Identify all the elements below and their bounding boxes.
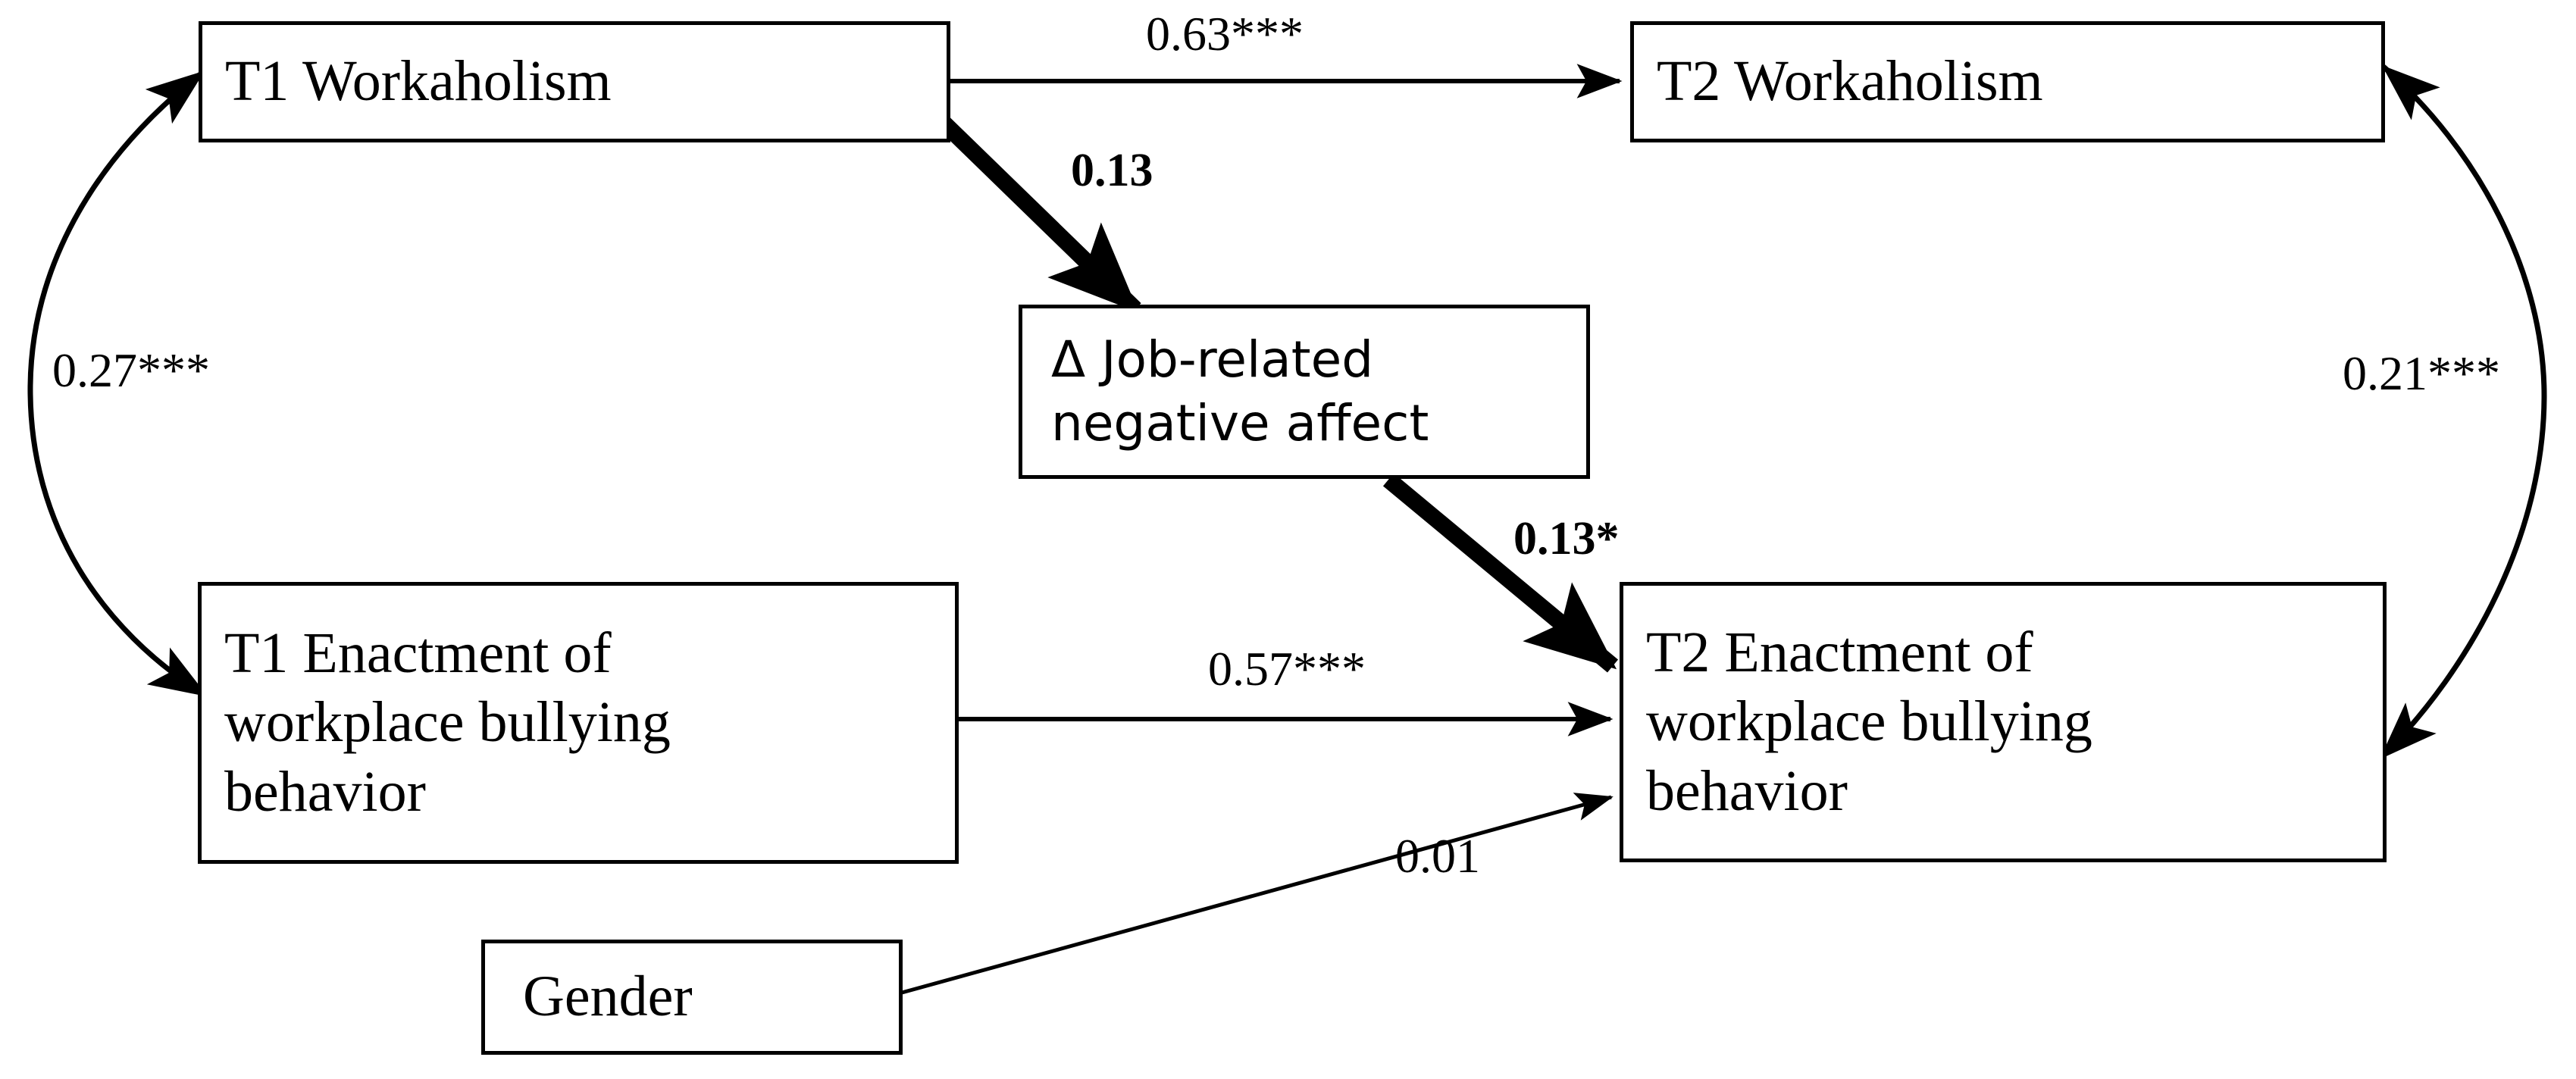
node-t2-enactment-bullying[interactable]: T2 Enactment of workplace bullying behav… bbox=[1620, 582, 2387, 862]
edge-label-0-01: 0.01 bbox=[1395, 829, 1480, 883]
node-t1-enactment-bullying[interactable]: T1 Enactment of workplace bullying behav… bbox=[198, 582, 959, 864]
edge-label-0-57: 0.57*** bbox=[1208, 642, 1366, 696]
node-gender-label: Gender bbox=[523, 965, 693, 1029]
edge-label-0-13-star: 0.13* bbox=[1513, 513, 1620, 565]
node-t2-enactment-bullying-label: T2 Enactment of workplace bullying behav… bbox=[1646, 621, 2092, 823]
node-t1-workaholism[interactable]: T1 Workaholism bbox=[199, 21, 950, 142]
node-job-related-negative-affect[interactable]: Δ Job-related negative affect bbox=[1019, 305, 1590, 479]
edge-t1-workaholism-to-t1-bullying-curve bbox=[27, 70, 208, 698]
node-t2-workaholism[interactable]: T2 Workaholism bbox=[1630, 21, 2385, 142]
node-t1-workaholism-label: T1 Workaholism bbox=[225, 49, 612, 114]
node-t2-workaholism-label: T2 Workaholism bbox=[1657, 49, 2043, 114]
edge-gender-to-t2-bullying bbox=[901, 793, 1614, 995]
node-t1-enactment-bullying-label: T1 Enactment of workplace bullying behav… bbox=[224, 621, 671, 824]
edge-label-0-63: 0.63*** bbox=[1146, 7, 1304, 61]
node-job-related-negative-affect-label: Δ Job-related negative affect bbox=[1051, 330, 1429, 452]
edge-label-0-13: 0.13 bbox=[1071, 145, 1153, 196]
edge-t1-workaholism-to-job-affect bbox=[938, 117, 1141, 315]
edge-label-0-27: 0.27*** bbox=[52, 343, 210, 397]
node-gender[interactable]: Gender bbox=[481, 940, 903, 1055]
edge-job-affect-to-t2-bullying bbox=[1382, 473, 1619, 673]
edge-t2-workaholism-to-t2-bullying-curve bbox=[2379, 64, 2547, 760]
edge-label-0-21: 0.21*** bbox=[2343, 346, 2500, 400]
